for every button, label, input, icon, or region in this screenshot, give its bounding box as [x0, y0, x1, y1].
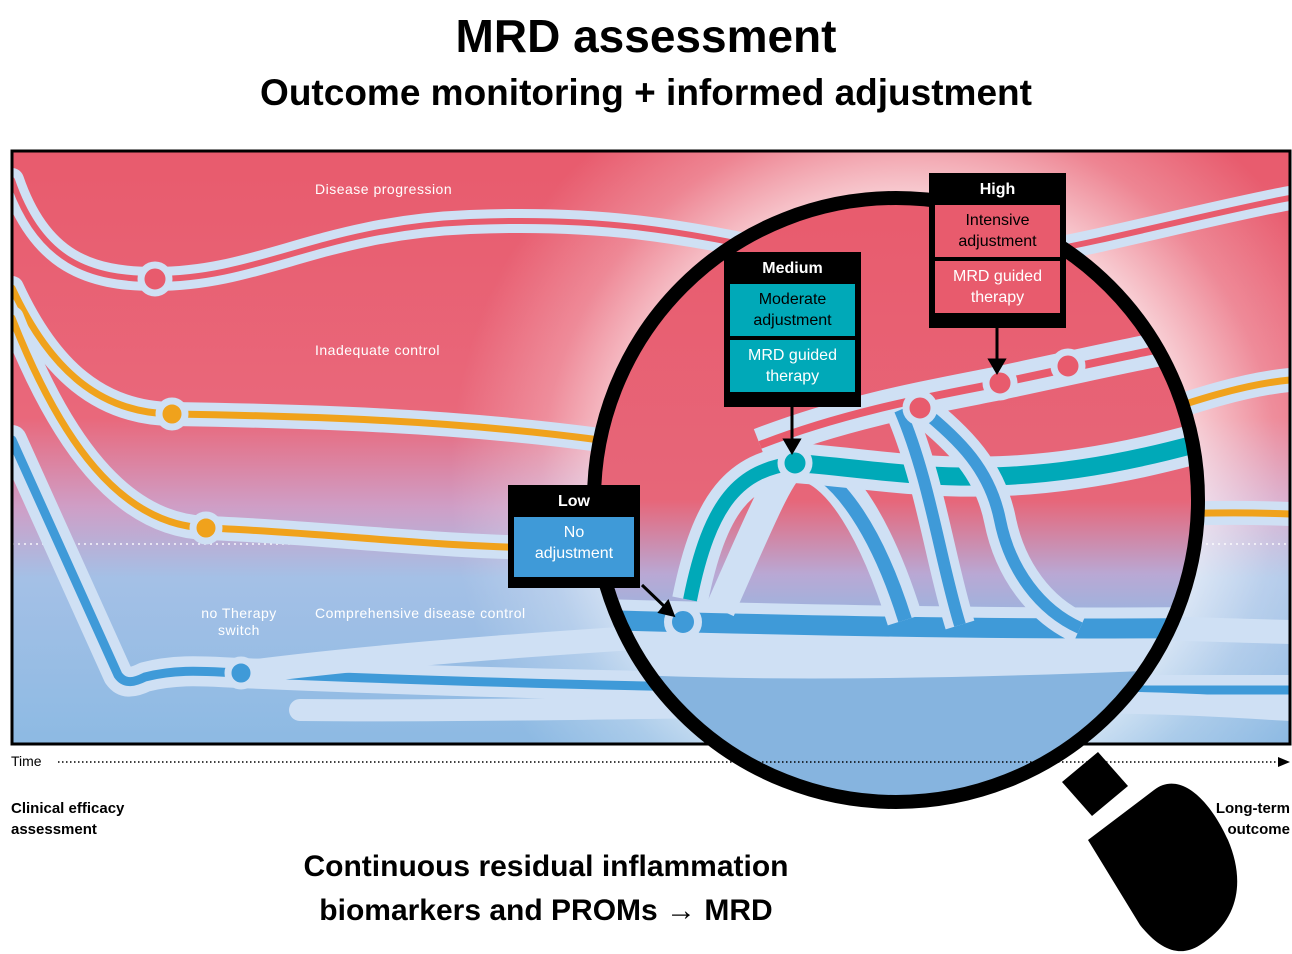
time-label: Time — [11, 753, 42, 769]
medium-a2: adjustment — [753, 312, 832, 329]
footer-caption: Continuous residual inflammation biomark… — [196, 845, 896, 933]
high-box-header: High — [979, 181, 1016, 198]
node-inadequate-lower — [189, 511, 223, 545]
node-no-switch — [224, 656, 258, 690]
high-box-adjustment: Intensive adjustment — [935, 205, 1060, 257]
node-high-c — [1050, 348, 1086, 384]
high-box: High Intensive adjustment MRD guided the… — [929, 173, 1066, 328]
end-label: Long-term outcome — [1216, 798, 1290, 840]
medium-b2: therapy — [765, 368, 820, 385]
no-therapy-line-1: no Therapy — [201, 605, 277, 621]
box-arrows — [640, 327, 1007, 618]
zone-label-comprehensive: Comprehensive disease control — [315, 605, 526, 621]
start-line-2: assessment — [11, 821, 97, 838]
medium-box-adjustment: Moderate adjustment — [730, 284, 855, 336]
medium-b1: MRD guided — [748, 347, 837, 364]
panel-frame — [10, 149, 1292, 746]
time-arrow-icon — [1278, 757, 1290, 767]
end-line-1: Long-term — [1215, 800, 1290, 817]
zone-label-progression: Disease progression — [315, 181, 453, 197]
page-subtitle: Outcome monitoring + informed adjustment — [260, 72, 1032, 113]
high-b1: MRD guided — [953, 268, 1042, 285]
node-low — [664, 603, 702, 641]
magnifier-handle-icon — [1062, 752, 1238, 952]
node-high-b — [982, 365, 1018, 401]
no-therapy-line-2: switch — [218, 622, 260, 638]
low-box: Low No adjustment — [508, 485, 640, 588]
zone-label-inadequate: Inadequate control — [315, 342, 440, 358]
node-high-a — [902, 390, 938, 426]
node-progression — [137, 261, 173, 297]
low-box-header: Low — [558, 493, 590, 510]
medium-a1: Moderate — [758, 291, 827, 308]
start-line-1: Clinical efficacy — [11, 800, 125, 817]
high-box-therapy: MRD guided therapy — [935, 261, 1060, 313]
footer-line-2: biomarkers and PROMs → MRD — [319, 894, 773, 927]
low-box-content: No adjustment — [514, 517, 634, 577]
track-disease-progression — [12, 168, 1290, 297]
medium-box-therapy: MRD guided therapy — [730, 340, 855, 392]
page-title: MRD assessment — [455, 10, 837, 62]
end-line-2: outcome — [1227, 821, 1290, 838]
medium-box-header: Medium — [762, 260, 823, 277]
high-b2: therapy — [970, 289, 1025, 306]
node-medium — [777, 445, 813, 481]
node-inadequate-upper — [155, 397, 189, 431]
start-label: Clinical efficacy assessment — [11, 798, 124, 840]
high-a1: Intensive — [965, 212, 1030, 229]
no-therapy-switch-label: no Therapy switch — [199, 605, 279, 639]
low-line-2: adjustment — [534, 545, 614, 562]
low-line-1: No — [563, 524, 585, 541]
footer-line-1: Continuous residual inflammation — [303, 850, 789, 883]
high-a2: adjustment — [958, 233, 1037, 250]
medium-box: Medium Moderate adjustment MRD guided th… — [724, 252, 861, 407]
